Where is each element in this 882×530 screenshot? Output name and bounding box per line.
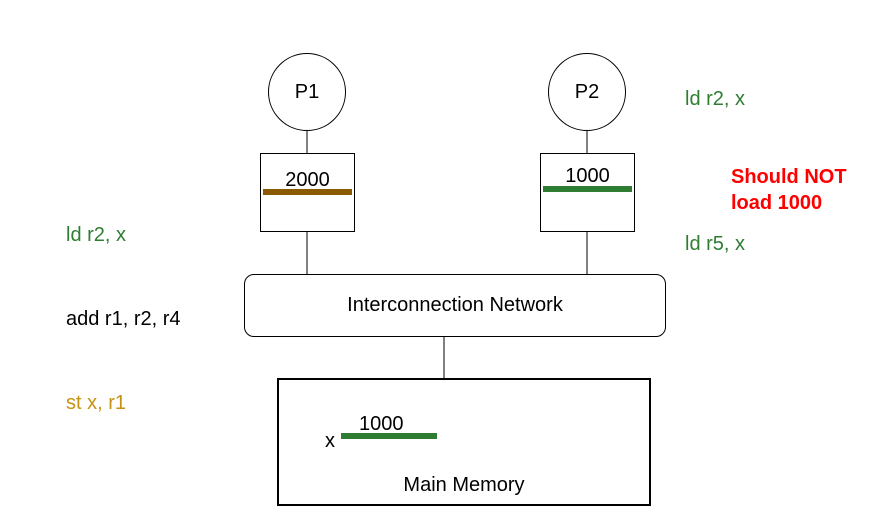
cache-p2-value: 1000 <box>565 165 610 187</box>
interconnection-network: Interconnection Network <box>244 274 666 337</box>
cache-p2-line <box>543 186 632 192</box>
warning-line-2: load 1000 <box>731 192 823 214</box>
p1-code-line-2: add r1, r2, r4 <box>66 308 181 330</box>
p1-code-line-3: st x, r1 <box>66 392 127 414</box>
cache-p1-value: 2000 <box>285 169 330 191</box>
memory-line <box>341 433 437 439</box>
cache-p1: 2000 <box>260 153 355 232</box>
warning-line-1: Should NOT <box>731 166 847 188</box>
main-memory-title: Main Memory <box>403 474 525 496</box>
p2-code-line-1: ld r2, x <box>685 88 746 110</box>
cache-p1-line <box>263 189 352 195</box>
processor-p1-label: P1 <box>294 80 320 103</box>
processor-p2-label: P2 <box>574 80 600 103</box>
processor-p2: P2 <box>548 53 626 131</box>
warning-annotation: Should NOT load 1000 <box>731 164 847 216</box>
memory-variable-label: x <box>325 430 335 452</box>
memory-value: 1000 <box>359 413 404 435</box>
p2-code-line-2: ld r5, x <box>685 233 746 255</box>
main-memory: x 1000 Main Memory <box>277 378 651 506</box>
p1-code-block: ld r2, x add r1, r2, r4 st x, r1 <box>66 165 181 445</box>
p1-code-line-1: ld r2, x <box>66 224 127 246</box>
interconnection-network-label: Interconnection Network <box>347 294 563 316</box>
processor-p1: P1 <box>268 53 346 131</box>
cache-p2: 1000 <box>540 153 635 232</box>
